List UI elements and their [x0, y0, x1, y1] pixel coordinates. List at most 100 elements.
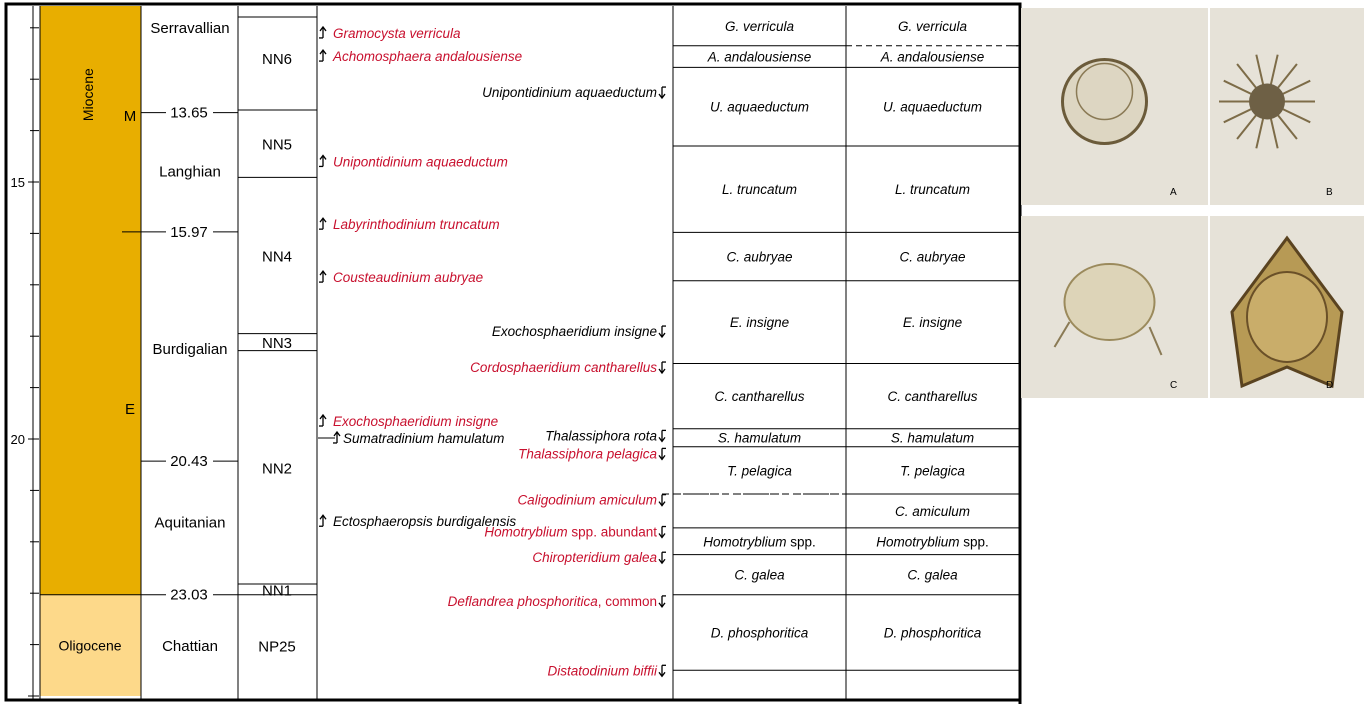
dinocyst-zone-label: T. pelagica — [900, 463, 965, 478]
nanno-zone-label: NN5 — [262, 137, 292, 154]
photo-label: D — [1326, 380, 1333, 391]
stage-label: Serravallian — [150, 20, 229, 37]
dinocyst-zone-label: D. phosphoritica — [884, 626, 982, 641]
epoch-label: Miocene — [80, 68, 96, 121]
last-occurrence-arrow — [658, 551, 666, 565]
nanno-zone-label: NN3 — [262, 335, 292, 352]
epoch-band — [40, 594, 141, 696]
dinocyst-photo: B — [1210, 8, 1364, 205]
dinocyst-zone-label: C. cantharellus — [887, 389, 977, 404]
dinocyst-event-label: Gramocysta verricula — [333, 26, 461, 41]
stage-label: Aquitanian — [155, 514, 226, 531]
dinocyst-zone-label: C. cantharellus — [714, 389, 804, 404]
last-occurrence-arrow — [658, 429, 666, 443]
dinocyst-zone-label: L. truncatum — [895, 182, 970, 197]
first-occurrence-arrow — [333, 430, 341, 444]
dinocyst-event-label: Thalassiphora pelagica — [518, 446, 657, 461]
dinocyst-zone-label: C. galea — [907, 568, 958, 583]
dinocyst-zone-label: C. amiculum — [895, 504, 970, 519]
dinocyst-event-label: Ectosphaeropsis burdigalensis — [333, 514, 516, 529]
nanno-zone-label: NN1 — [262, 582, 292, 599]
first-occurrence-arrow — [319, 25, 327, 39]
boundary-age-label: 15.97 — [170, 224, 208, 241]
dinocyst-photo: D — [1210, 216, 1364, 398]
dinocyst-event-label: Labyrinthodinium truncatum — [333, 217, 500, 232]
dinocyst-event-label: Caligodinium amiculum — [517, 493, 657, 508]
dinocyst-zone-label: E. insigne — [903, 315, 962, 330]
dinocyst-zone-label: C. aubryae — [899, 250, 965, 265]
stage-label: Burdigalian — [152, 341, 227, 358]
dinocyst-event-label: Homotryblium spp. abundant — [484, 525, 657, 540]
boundary-age-label: 23.03 — [170, 587, 208, 604]
nanno-zone-label: NN6 — [262, 51, 292, 68]
last-occurrence-arrow — [658, 664, 666, 678]
dinocyst-zone-label: A. andalousiense — [880, 50, 985, 65]
last-occurrence-arrow — [658, 361, 666, 375]
stage-label: Chattian — [162, 638, 218, 655]
subepoch-label: M — [124, 108, 137, 125]
dinocyst-event-label: Exochosphaeridium insigne — [492, 324, 657, 339]
dinocyst-event-label: Unipontidinium aquaeductum — [482, 85, 657, 100]
stage-label: Langhian — [159, 164, 221, 181]
dinocyst-zone-label: T. pelagica — [727, 463, 792, 478]
dinocyst-event-label: Thalassiphora rota — [545, 428, 657, 443]
dinocyst-zone-label: Homotryblium spp. — [703, 534, 816, 549]
dinocyst-zone-label: S. hamulatum — [718, 431, 801, 446]
stage-column: SerravallianLanghianBurdigalianAquitania… — [141, 20, 238, 655]
dinocyst-event-label: Distatodinium biffii — [547, 663, 658, 678]
dinocyst-photo-panel: A B C D — [1021, 8, 1364, 398]
last-occurrence-arrow — [658, 595, 666, 608]
dinocyst-zone-label: D. phosphoritica — [711, 626, 809, 641]
dinocyst-photo: A — [1021, 8, 1208, 205]
dinocyst-event-label: Achomosphaera andalousiense — [332, 49, 522, 64]
axis-tick-label: 20 — [11, 432, 25, 447]
dinocyst-zone-column-1: G. verricula A. andalousiense U. aquaeduct… — [662, 19, 846, 671]
dinocyst-zone-label: G. verricula — [898, 19, 968, 34]
first-occurrence-arrow — [319, 514, 327, 527]
dinocyst-zone-label: G. verricula — [725, 19, 795, 34]
outer-frame — [4, 2, 1022, 702]
first-occurrence-arrow — [319, 48, 327, 62]
epoch-band — [40, 6, 141, 595]
last-occurrence-arrow — [658, 447, 666, 461]
dinocyst-event-label: Exochosphaeridium insigne — [333, 414, 498, 429]
boundary-age-label: 20.43 — [170, 453, 208, 470]
last-occurrence-arrow — [658, 494, 666, 507]
nanno-zone-label: NN4 — [262, 249, 292, 266]
first-occurrence-arrow — [319, 217, 327, 230]
dinocyst-zone-column-2: G. verricula A. andalousiense U. aquaeduct… — [846, 19, 1019, 671]
last-occurrence-arrow — [658, 86, 666, 100]
dinocyst-event-label: Sumatradinium hamulatum — [343, 431, 504, 446]
nanno-zone-label: NN2 — [262, 460, 292, 477]
dinocyst-photo: C — [1021, 216, 1208, 398]
first-occurrence-arrow — [319, 154, 327, 168]
dinocyst-zone-label: A. andalousiense — [707, 50, 812, 65]
photo-label: B — [1326, 187, 1333, 198]
dinocyst-event-label: Chiropteridium galea — [532, 550, 657, 565]
dinocyst-event-label: Unipontidinium aquaeductum — [333, 154, 508, 169]
dinocyst-zone-label: U. aquaeductum — [710, 100, 809, 115]
dinocyst-event-label: Cousteaudinium aubryae — [333, 270, 483, 285]
axis-tick-label: 15 — [11, 175, 25, 190]
epoch-label: Oligocene — [58, 637, 121, 653]
dinocyst-event-label: Cordosphaeridium cantharellus — [470, 360, 657, 375]
dinocyst-zone-label: C. aubryae — [726, 250, 792, 265]
dinocyst-zone-label: S. hamulatum — [891, 431, 974, 446]
last-occurrence-arrow — [658, 325, 666, 339]
dinocyst-zone-label: L. truncatum — [722, 182, 797, 197]
dinocyst-zone-label: Homotryblium spp. — [876, 534, 989, 549]
chart-frame — [4, 2, 1022, 704]
dinocyst-zone-label: C. galea — [734, 568, 785, 583]
photo-label: A — [1170, 187, 1177, 198]
dinocyst-event-label: Deflandrea phosphoritica, common — [448, 594, 657, 609]
dinocyst-zone-label: E. insigne — [730, 315, 789, 330]
first-occurrence-arrow — [319, 413, 327, 427]
last-occurrence-arrow — [658, 525, 666, 539]
dinocyst-zone-label: U. aquaeductum — [883, 100, 982, 115]
nanno-zone-label: NP25 — [258, 638, 296, 655]
